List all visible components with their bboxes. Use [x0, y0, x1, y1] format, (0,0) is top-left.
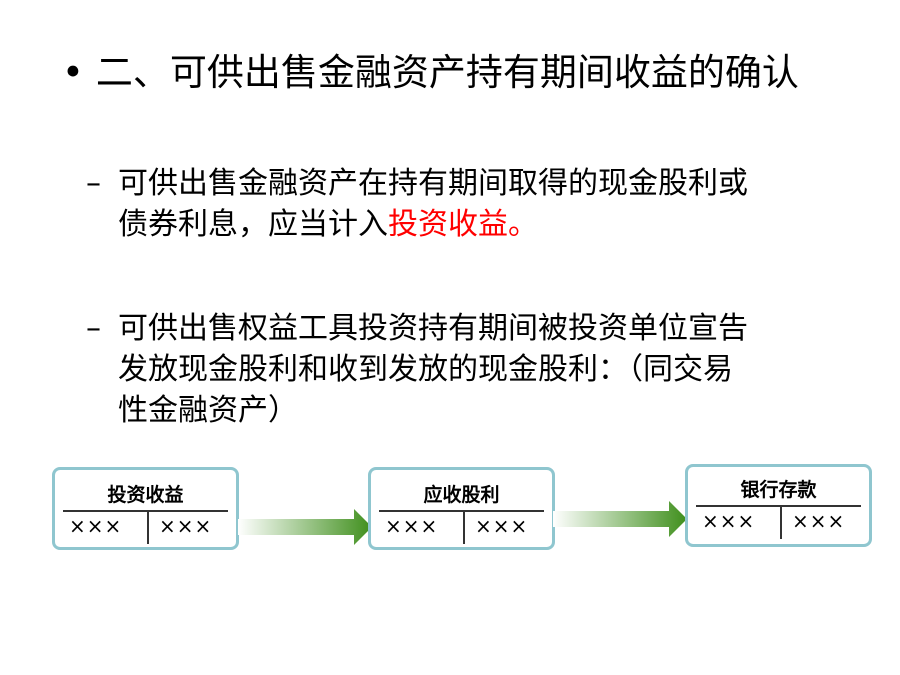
bullet-item-2: – 可供出售权益工具投资持有期间被投资单位宣告 发放现金股利和收到发放的现金股利…	[86, 308, 748, 431]
bullet-line: 可供出售权益工具投资持有期间被投资单位宣告	[118, 311, 748, 346]
t-account-debit: ×××	[69, 514, 123, 538]
t-account-divider	[63, 510, 228, 512]
bullet-line: 债券利息，应当计入投资收益。	[118, 204, 748, 245]
t-account-title: 银行存款	[740, 479, 817, 501]
slide-heading: • 二、可供出售金融资产持有期间收益的确认	[62, 48, 799, 98]
t-account-dividends-receivable: 应收股利 ××× ×××	[368, 467, 555, 550]
t-account-debit: ×××	[702, 509, 756, 533]
t-account-divider	[147, 512, 149, 544]
t-account-credit: ×××	[475, 514, 529, 538]
t-account-divider	[379, 510, 544, 512]
t-account-bank-deposit: 银行存款 ××× ×××	[685, 464, 872, 547]
t-account-investment-income: 投资收益 ××× ×××	[52, 467, 239, 550]
t-account-divider	[696, 505, 861, 507]
bullet-dash: –	[86, 166, 101, 201]
t-account-title: 投资收益	[107, 484, 184, 506]
flow-arrow-icon	[238, 509, 372, 545]
t-account-title: 应收股利	[423, 484, 500, 506]
highlight-text: 投资收益。	[388, 207, 538, 242]
bullet-item-1: – 可供出售金融资产在持有期间取得的现金股利或 债券利息，应当计入投资收益。	[86, 163, 748, 245]
bullet-line: 可供出售金融资产在持有期间取得的现金股利或	[118, 166, 748, 201]
t-account-credit: ×××	[792, 509, 846, 533]
t-account-debit: ×××	[385, 514, 439, 538]
flow-arrow-icon	[553, 501, 687, 537]
heading-text: 二、可供出售金融资产持有期间收益的确认	[95, 51, 799, 94]
t-account-credit: ×××	[159, 514, 213, 538]
bullet-line: 性金融资产）	[118, 393, 298, 428]
bullet-line: 发放现金股利和收到发放的现金股利：（同交易	[118, 352, 733, 387]
t-account-divider	[463, 512, 465, 544]
t-account-divider	[780, 507, 782, 539]
heading-bullet: •	[62, 51, 84, 94]
bullet-line-text: 债券利息，应当计入	[118, 207, 388, 242]
bullet-dash: –	[86, 311, 101, 346]
